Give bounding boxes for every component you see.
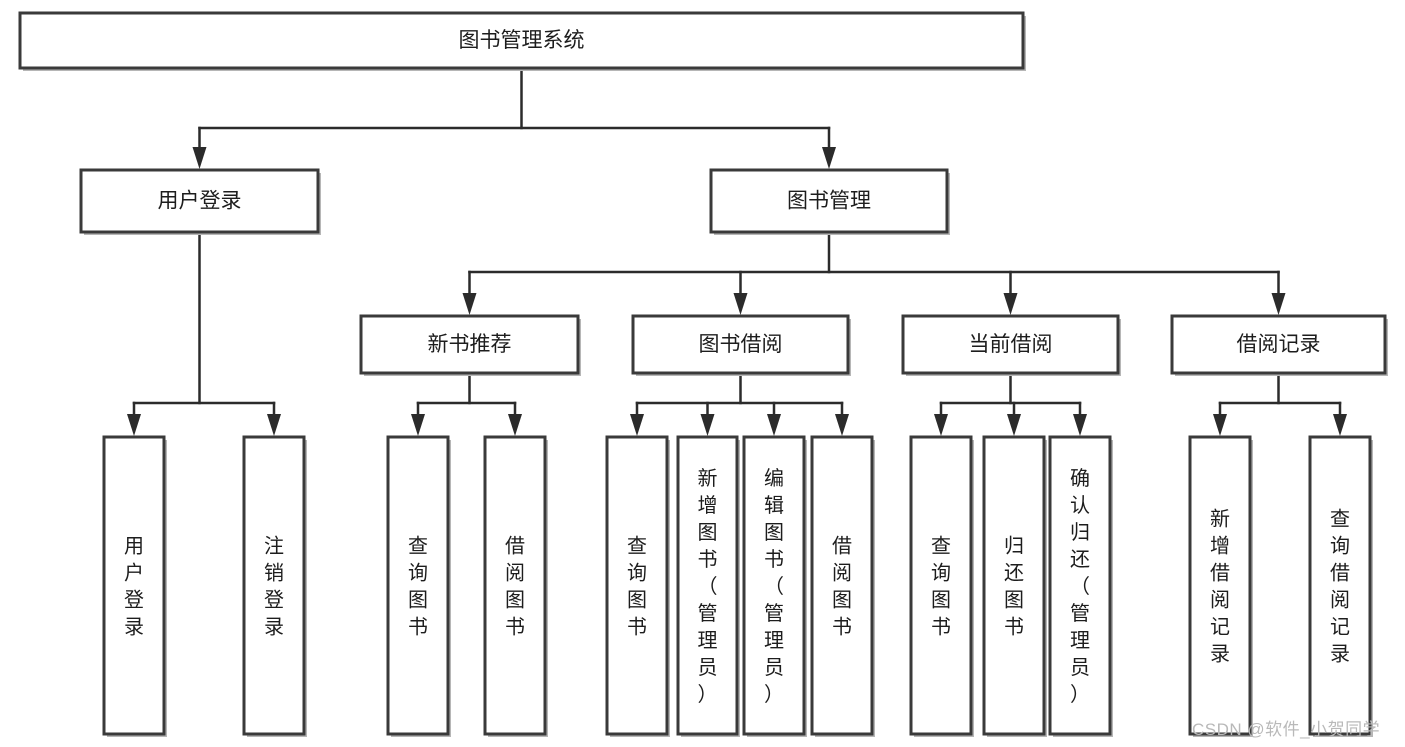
node-label: 借阅记录 <box>1237 333 1321 356</box>
node-leaf-query-borrow-record[interactable]: 查询借阅记录 <box>1308 435 1373 737</box>
connector-group-root <box>192 66 836 169</box>
node-label: 借阅图书 <box>832 535 852 639</box>
node-label: 用户登录 <box>124 536 144 639</box>
connector-group-new-book-recommend <box>411 371 522 436</box>
node-leaf-query-book-current[interactable]: 查询图书 <box>909 435 974 737</box>
node-current-borrow[interactable]: 当前借阅 <box>901 314 1121 376</box>
node-leaf-add-book-admin[interactable]: 新增图书（管理员） <box>676 435 740 737</box>
node-leaf-confirm-return-admin[interactable]: 确认归还（管理员） <box>1048 435 1113 737</box>
node-label: 当前借阅 <box>969 333 1053 356</box>
node-label: 图书管理 <box>787 190 871 213</box>
connector-layer <box>127 66 1347 436</box>
connector-group-user-login <box>127 230 281 436</box>
node-layer: 图书管理系统用户登录图书管理新书推荐图书借阅当前借阅借阅记录用户登录注销登录查询… <box>18 11 1388 737</box>
node-label: 借阅图书 <box>505 535 525 639</box>
connector-group-current-borrow <box>934 371 1087 436</box>
node-label: 编辑图书（管理员） <box>764 467 784 706</box>
node-label: 查询图书 <box>408 535 428 639</box>
node-label: 图书管理系统 <box>459 29 585 52</box>
node-label: 用户登录 <box>158 190 242 213</box>
node-label: 归还图书 <box>1004 535 1024 639</box>
node-label: 查询借阅记录 <box>1330 508 1350 666</box>
node-leaf-add-borrow-record[interactable]: 新增借阅记录 <box>1188 435 1253 737</box>
node-leaf-query-book-recommend[interactable]: 查询图书 <box>386 435 451 737</box>
node-label: 新书推荐 <box>428 333 512 356</box>
node-label: 新增图书（管理员） <box>698 467 718 706</box>
node-book-manage[interactable]: 图书管理 <box>709 168 950 235</box>
connector-group-book-manage <box>462 230 1286 315</box>
node-root[interactable]: 图书管理系统 <box>18 11 1026 71</box>
node-label: 新增借阅记录 <box>1210 508 1230 666</box>
node-label: 查询图书 <box>627 535 647 639</box>
node-label: 图书借阅 <box>699 333 783 356</box>
node-user-login[interactable]: 用户登录 <box>79 168 321 235</box>
node-borrow-record[interactable]: 借阅记录 <box>1170 314 1388 376</box>
node-leaf-borrow-book[interactable]: 借阅图书 <box>810 435 875 737</box>
node-leaf-user-login[interactable]: 用户登录 <box>102 435 167 737</box>
node-leaf-query-book-borrow[interactable]: 查询图书 <box>605 435 670 737</box>
node-leaf-return-book[interactable]: 归还图书 <box>982 435 1047 737</box>
node-label: 确认归还（管理员） <box>1070 467 1090 706</box>
connector-group-borrow-record <box>1213 371 1347 436</box>
node-leaf-logout-login[interactable]: 注销登录 <box>242 435 307 737</box>
node-label: 注销登录 <box>264 535 284 639</box>
node-label: 查询图书 <box>931 535 951 639</box>
connector-group-book-borrow <box>630 371 849 436</box>
node-leaf-edit-book-admin[interactable]: 编辑图书（管理员） <box>742 435 807 737</box>
node-book-borrow[interactable]: 图书借阅 <box>631 314 851 376</box>
node-leaf-borrow-book-recommend[interactable]: 借阅图书 <box>483 435 548 737</box>
node-new-book-recommend[interactable]: 新书推荐 <box>359 314 581 376</box>
